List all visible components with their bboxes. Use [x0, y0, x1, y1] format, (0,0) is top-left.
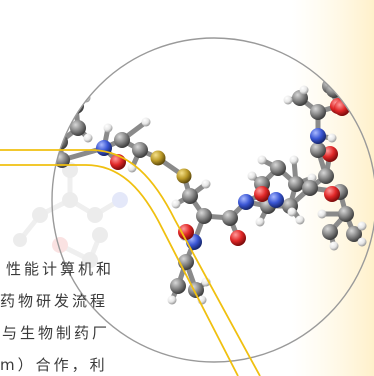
carbon-atom [52, 96, 54, 112]
caption-line-2: 药物研发流程 [0, 292, 109, 310]
hydrogen-atom [36, 130, 45, 139]
nitrogen-atom [310, 128, 326, 144]
hydrogen-atom [201, 179, 211, 189]
oxygen-atom [230, 230, 246, 246]
nitrogen-atom [96, 140, 112, 156]
sulfur-atom [176, 168, 192, 184]
carbon-atom [288, 176, 304, 192]
carbon-atom [270, 160, 286, 176]
carbon-atom [302, 180, 318, 196]
molecule-bond [46, 104, 48, 124]
molecule-bond [40, 124, 48, 134]
molecule-bond [59, 67, 67, 93]
hydrogen-atom [83, 133, 93, 143]
hydrogen-atom [257, 155, 267, 165]
carbon-atom [52, 116, 56, 132]
hydrogen-atom [295, 215, 305, 225]
ghost-molecule [13, 162, 128, 268]
hydrogen-atom [357, 237, 367, 247]
carbon-atom [70, 120, 86, 136]
caption-line-1: 性能计算机和 [6, 260, 115, 278]
caption-line-4: m）合作，利 [0, 356, 108, 374]
hydrogen-atom [287, 207, 297, 217]
hydrogen-atom [171, 199, 181, 209]
carbon-atom [338, 206, 354, 222]
carbon-atom [318, 168, 334, 184]
hydrogen-atom [247, 171, 257, 181]
hydrogen-atom [289, 155, 299, 165]
nitrogen-atom [268, 192, 284, 208]
oxygen-atom [254, 186, 270, 202]
carbon-atom [182, 188, 198, 204]
molecule-circle [51, 37, 374, 363]
molecule-bond [38, 96, 46, 104]
hydrogen-atom [103, 123, 113, 133]
oxygen-atom [324, 186, 340, 202]
hydrogen-atom [329, 241, 339, 251]
oxygen-atom [178, 224, 194, 240]
carbon-atom [132, 142, 148, 158]
card-outline-outer [0, 149, 261, 376]
carbon-atom [310, 104, 326, 120]
hydrogen-atom [167, 295, 177, 305]
hydrogen-atom [34, 92, 43, 101]
molecule-bond [59, 87, 79, 109]
hydrogen-atom [357, 221, 367, 231]
carbon-atom [322, 224, 338, 240]
hydrogen-atom [299, 85, 309, 95]
hydrogen-atom [317, 209, 327, 219]
molecule-bond [61, 63, 83, 73]
carbon-atom [222, 210, 238, 226]
molecule-bond [52, 121, 63, 145]
hydrogen-atom [255, 217, 265, 227]
hydrogen-atom [75, 61, 85, 71]
sulfur-atom [150, 150, 166, 166]
molecule-bond [52, 87, 65, 107]
caption-line-3: 与生物制药厂 [2, 324, 111, 342]
carbon-atom [346, 226, 362, 242]
nitrogen-atom [238, 194, 254, 210]
carbon-atom [196, 208, 212, 224]
card-outline-inner [0, 164, 239, 376]
hydrogen-atom [141, 117, 151, 127]
carbon-atom [310, 142, 326, 158]
carbon-atom [170, 278, 186, 294]
carbon-atom [114, 132, 130, 148]
oxygen-atom [56, 62, 72, 78]
hydrogen-atom [283, 95, 293, 105]
hydrogen-atom [327, 133, 337, 143]
carbon-atom [54, 82, 70, 98]
